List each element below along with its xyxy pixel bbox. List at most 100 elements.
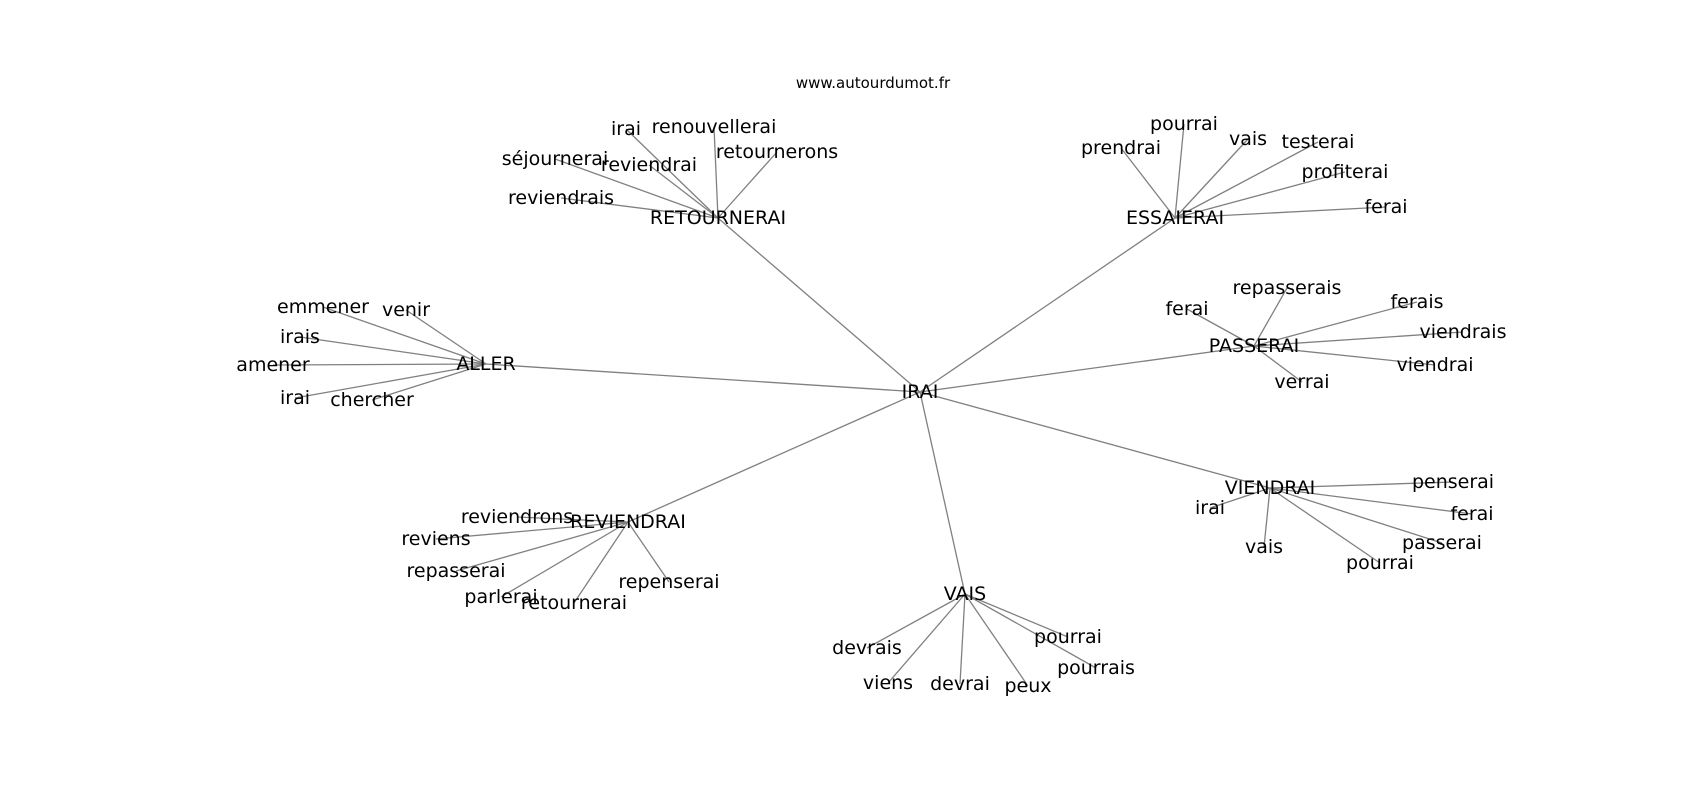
graph-edge: [322, 306, 487, 365]
leaf-node[interactable]: irai: [611, 118, 641, 140]
leaf-node[interactable]: parlerai: [464, 586, 537, 608]
graph-edge: [1174, 206, 1387, 219]
graph-edge: [627, 391, 921, 523]
graph-edge: [1269, 487, 1443, 544]
graph-edge: [1186, 308, 1255, 347]
graph-edge: [405, 309, 487, 365]
leaf-node[interactable]: pourrais: [1057, 657, 1135, 679]
graph-edge: [1253, 287, 1288, 347]
hub-node[interactable]: REVIENDRAI: [570, 511, 686, 533]
leaf-node[interactable]: irai: [280, 387, 310, 409]
graph-edge: [299, 336, 487, 365]
graph-labels: IRAI RETOURNERAI irai renouvellerai séjourne…: [236, 113, 1506, 697]
hub-node[interactable]: ESSAIERAI: [1126, 207, 1224, 229]
leaf-node[interactable]: reviendrons: [461, 506, 573, 528]
leaf-node[interactable]: ferai: [1165, 298, 1208, 320]
graph-edge: [717, 217, 921, 393]
graph-edge: [1269, 487, 1381, 564]
leaf-node[interactable]: verrai: [1274, 371, 1329, 393]
leaf-node[interactable]: devrais: [832, 637, 902, 659]
graph-edge: [1120, 147, 1176, 219]
graph-edge: [455, 521, 629, 572]
graph-edge: [648, 164, 719, 219]
leaf-node[interactable]: pourrai: [1346, 552, 1414, 574]
leaf-node[interactable]: emmener: [277, 296, 369, 318]
graph-edge: [919, 345, 1255, 393]
graph-edge: [713, 126, 719, 219]
leaf-node[interactable]: irais: [280, 326, 320, 348]
graph-edge: [964, 593, 1069, 638]
graph-edge: [516, 516, 629, 523]
leaf-node[interactable]: renouvellerai: [652, 116, 777, 138]
leaf-node[interactable]: viendrai: [1396, 354, 1473, 376]
leaf-node[interactable]: testerai: [1282, 131, 1355, 153]
hub-node[interactable]: VAIS: [944, 583, 986, 605]
graph-edge: [1174, 138, 1249, 219]
hub-node[interactable]: PASSERAI: [1209, 335, 1299, 357]
graph-edge: [500, 521, 629, 598]
graph-edge: [1209, 487, 1271, 509]
graph-edges: [272, 123, 1473, 687]
graph-edge: [627, 521, 670, 583]
leaf-node[interactable]: ferai: [1364, 196, 1407, 218]
hub-node[interactable]: RETOURNERAI: [650, 207, 786, 229]
center-node[interactable]: IRAI: [902, 381, 939, 403]
graph-edge: [573, 521, 629, 604]
graph-edge: [866, 593, 966, 649]
leaf-node[interactable]: vais: [1229, 128, 1267, 150]
leaf-node[interactable]: prendrai: [1081, 137, 1161, 159]
leaf-node[interactable]: peux: [1004, 675, 1051, 697]
graph-edge: [1174, 141, 1319, 219]
graph-edge: [717, 151, 778, 219]
graph-edge: [485, 363, 921, 393]
graph-edge: [1269, 481, 1454, 489]
graph-edge: [1269, 487, 1473, 515]
graph-edge: [919, 391, 1271, 489]
graph-edge: [554, 158, 719, 219]
graph-edge: [625, 128, 719, 219]
leaf-node[interactable]: reviendrais: [508, 187, 614, 209]
graph-edge: [1253, 331, 1464, 347]
leaf-node[interactable]: ferais: [1390, 291, 1443, 313]
leaf-node[interactable]: reviens: [401, 528, 470, 550]
leaf-node[interactable]: viendrais: [1420, 321, 1507, 343]
leaf-node[interactable]: amener: [236, 354, 310, 376]
graph-edge: [435, 521, 629, 540]
leaf-node[interactable]: chercher: [330, 389, 414, 411]
graph-edge: [560, 197, 719, 219]
leaf-node[interactable]: reviendrai: [601, 154, 697, 176]
graph-edge: [964, 593, 1029, 687]
graph-edge: [272, 363, 487, 366]
leaf-node[interactable]: profiterai: [1302, 161, 1389, 183]
leaf-node[interactable]: ferai: [1450, 503, 1493, 525]
leaf-node[interactable]: repasserai: [406, 560, 505, 582]
site-url: www.autourdumot.fr: [796, 74, 951, 92]
graph-edge: [919, 391, 966, 595]
leaf-node[interactable]: vais: [1245, 536, 1283, 558]
leaf-node[interactable]: penserai: [1412, 471, 1494, 493]
hub-node[interactable]: ALLER: [456, 353, 515, 375]
graph-edge: [1253, 301, 1418, 347]
leaf-node[interactable]: repenserai: [618, 571, 719, 593]
hub-node[interactable]: VIENDRAI: [1225, 477, 1315, 499]
leaf-node[interactable]: retournerai: [521, 592, 627, 614]
graph-edge: [959, 593, 966, 685]
leaf-node[interactable]: devrai: [930, 673, 990, 695]
graph-edge: [371, 363, 487, 401]
leaf-node[interactable]: repasserais: [1233, 277, 1342, 299]
leaf-node[interactable]: retournerons: [716, 141, 838, 163]
leaf-node[interactable]: irai: [1195, 497, 1225, 519]
graph-edge: [1174, 171, 1346, 219]
leaf-node[interactable]: viens: [863, 672, 913, 694]
graph-edge: [1174, 123, 1185, 219]
graph-edge: [887, 593, 966, 684]
leaf-node[interactable]: pourrai: [1150, 113, 1218, 135]
leaf-node[interactable]: pourrai: [1034, 626, 1102, 648]
graph-edge: [964, 593, 1097, 669]
leaf-node[interactable]: venir: [382, 299, 430, 321]
graph-edge: [919, 217, 1176, 393]
leaf-node[interactable]: séjournerai: [502, 148, 608, 170]
leaf-node[interactable]: passerai: [1402, 532, 1482, 554]
graph-edge: [1253, 345, 1436, 366]
